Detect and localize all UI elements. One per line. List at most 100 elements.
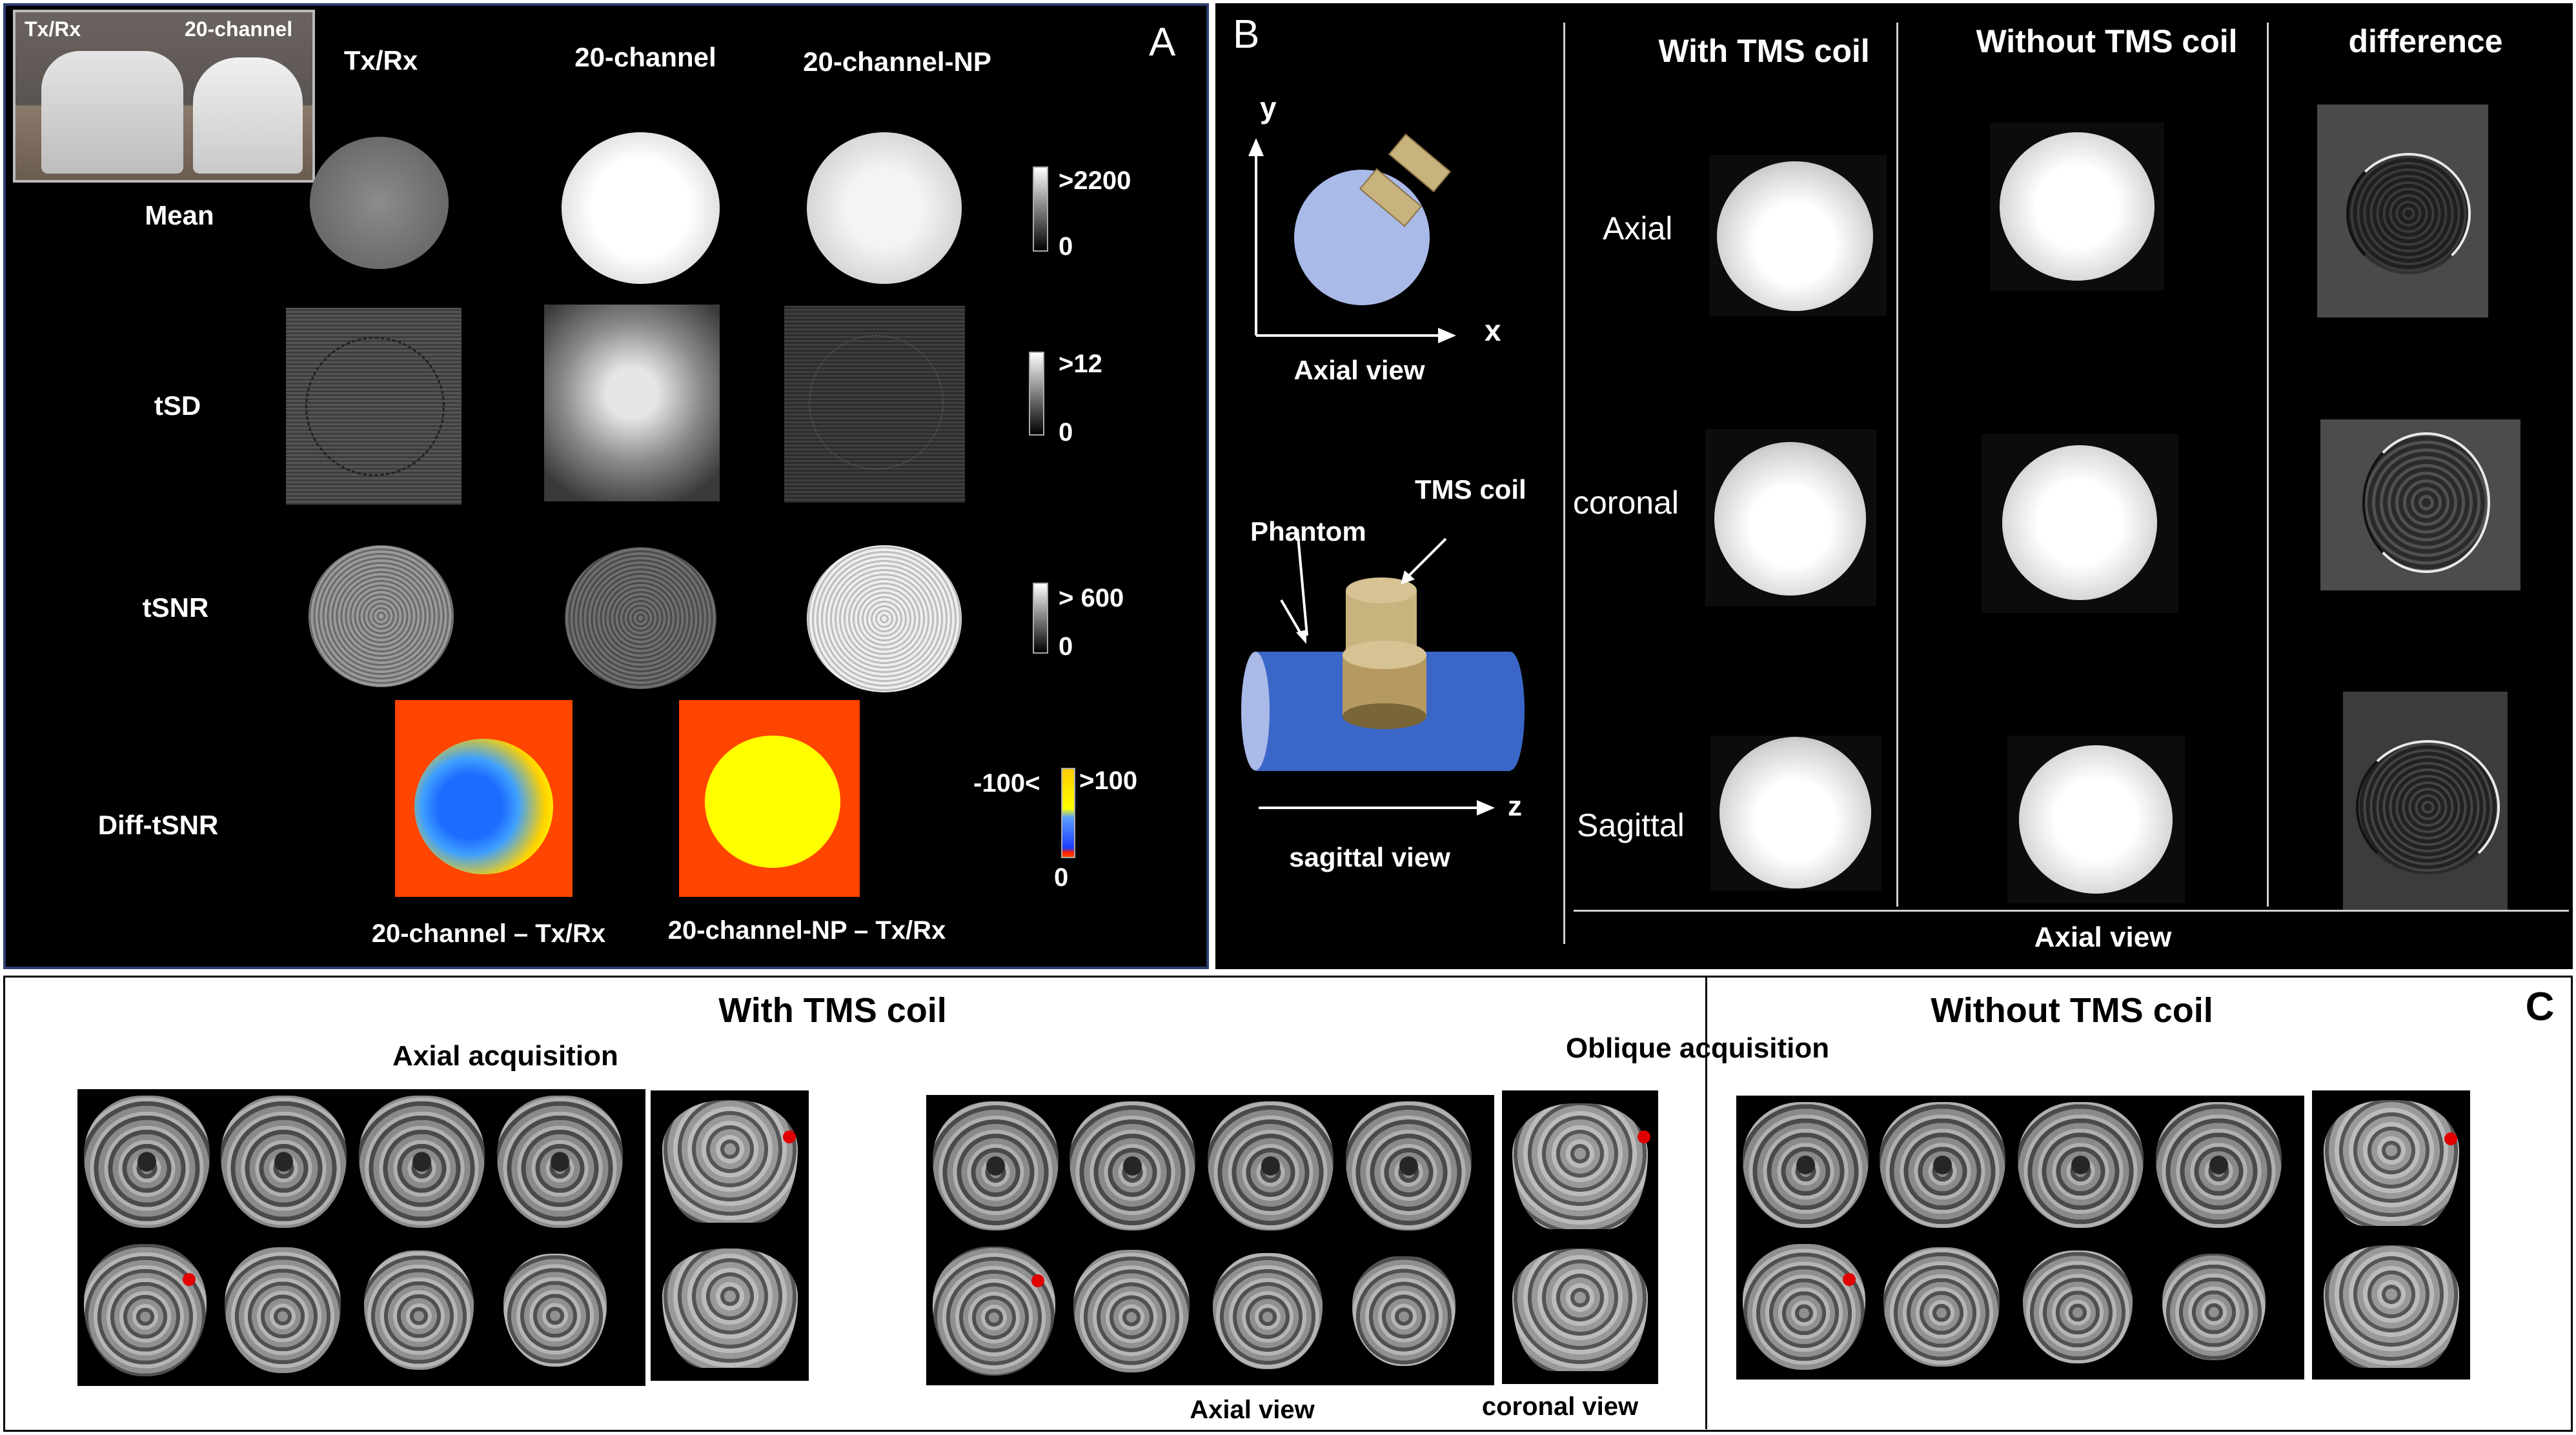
c3-stim-marker [1843, 1273, 1856, 1286]
b-coronal-with-phantom [1714, 442, 1866, 596]
c2-stim-marker [1031, 1274, 1044, 1287]
photo-label-txrx: Tx/Rx [25, 17, 81, 41]
colorbar-tsnr-max: > 600 [1059, 584, 1124, 612]
c3-slice-3 [2018, 1102, 2144, 1228]
b-axial-with [1709, 155, 1887, 316]
b-col-header-difference: difference [2348, 23, 2503, 59]
c1-slice-2 [221, 1096, 347, 1228]
c1-coronal-1 [662, 1100, 798, 1223]
c3-slice-1 [1743, 1102, 1869, 1228]
tms-pointer [1406, 537, 1447, 579]
panel-b-bottom-rule [1574, 910, 2569, 912]
colorbar-tsd-min: 0 [1059, 418, 1073, 447]
b-axial-with-phantom [1717, 161, 1873, 311]
diff-20ch-map [395, 700, 573, 897]
colorbar-diff-zero: 0 [1054, 863, 1069, 892]
b-sagittal-diff [2343, 692, 2508, 910]
c-axial-acquisition: Axial acquisition [392, 1040, 618, 1072]
colorbar-mean-min: 0 [1059, 232, 1073, 261]
tsd-txrx-image [286, 308, 461, 505]
sagittal-phantom-label: Phantom [1250, 516, 1366, 547]
c2-axial-montage [926, 1095, 1494, 1385]
c3-coronal-2 [2324, 1245, 2459, 1368]
colorbar-mean [1033, 166, 1048, 252]
c2-slice-2 [1070, 1101, 1195, 1230]
b-col-header-with: With TMS coil [1658, 33, 1870, 69]
panel-b-divider-1 [1563, 23, 1565, 944]
c3-slice-6 [1883, 1247, 2000, 1367]
b-coronal-diff-ring [2362, 432, 2490, 573]
b-row-label-sagittal: Sagittal [1577, 807, 1685, 843]
b-sagittal-without-phantom [2019, 745, 2173, 894]
c2-slice-1 [933, 1101, 1059, 1230]
b-row-label-coronal: coronal [1573, 485, 1679, 521]
c3-coronal-marker [2444, 1132, 2457, 1145]
axial-diagram [1248, 133, 1456, 343]
colorbar-diff-neg: -100< [973, 769, 1040, 798]
c-oblique-acquisition: Oblique acquisition [1565, 1032, 1830, 1064]
colorbar-tsd [1029, 352, 1044, 436]
panel-c-divider [1705, 978, 1707, 1429]
c1-slice-4 [497, 1096, 623, 1228]
c1-slice-7 [364, 1250, 474, 1370]
colorbar-tsnr [1033, 583, 1048, 654]
diff-20ch-np-map [679, 700, 860, 897]
sagittal-phantom-far-end [1496, 652, 1525, 770]
mean-20ch-image [562, 132, 720, 284]
txrx-coil-shape [41, 51, 183, 174]
c3-coronal-1 [2324, 1100, 2459, 1226]
sagittal-tms-coil [1343, 577, 1426, 729]
coil-photo: Tx/Rx 20-channel [13, 10, 315, 183]
row-label-diff-tsnr: Diff-tSNR [97, 810, 219, 840]
b-sagittal-with [1710, 736, 1881, 890]
tsd-20ch-np-image [784, 306, 965, 503]
c1-slice-3 [359, 1096, 485, 1228]
c1-coronal-marker [783, 1130, 796, 1143]
c1-slice-6 [225, 1247, 341, 1373]
b-coronal-diff [2320, 419, 2520, 590]
b-axial-diff-ring [2346, 153, 2471, 274]
row-label-mean: Mean [145, 200, 214, 230]
c2-slice-6 [1073, 1250, 1190, 1372]
mean-20ch-np-image [807, 132, 962, 284]
axial-y-arrow [1248, 138, 1264, 156]
c2-coronal-montage [1502, 1090, 1658, 1384]
axial-x-arrow [1438, 328, 1456, 343]
phantom-pointer-head [1296, 630, 1306, 644]
b-row-label-axial: Axial [1603, 210, 1673, 246]
row-label-tsd: tSD [154, 390, 201, 421]
c3-slice-5 [1743, 1244, 1865, 1370]
c1-slice-5 [84, 1244, 207, 1376]
row-label-tsnr: tSNR [142, 592, 209, 623]
photo-label-20ch: 20-channel [185, 17, 293, 41]
c-axial-view: Axial view [1190, 1396, 1315, 1424]
twenty-channel-coil-shape [193, 57, 303, 174]
c3-slice-8 [2162, 1254, 2266, 1360]
c2-slice-8 [1352, 1256, 1455, 1366]
diff-label-20ch-np: 20-channel-NP – Tx/Rx [667, 916, 946, 945]
diff-label-20ch: 20-channel – Tx/Rx [371, 919, 606, 948]
tsnr-20ch-np-image [807, 545, 962, 692]
tsnr-20ch-image [565, 547, 716, 689]
panel-c-letter: C [2525, 985, 2555, 1029]
b-coronal-with [1705, 429, 1876, 607]
mean-txrx-image [310, 137, 449, 269]
sagittal-caption: sagittal view [1289, 842, 1450, 872]
c1-slice-1 [84, 1096, 210, 1228]
panel-b-letter: B [1233, 12, 1260, 57]
tms-pointer-head [1401, 570, 1415, 585]
diff-20ch-circle [414, 739, 553, 874]
c1-axial-montage [77, 1089, 645, 1386]
tsd-20ch-image [544, 305, 720, 501]
axial-diagram-y-label: y [1260, 91, 1277, 125]
b-coronal-without-phantom [2002, 445, 2157, 600]
colorbar-mean-max: >2200 [1059, 166, 1131, 195]
sagittal-z-arrow [1477, 800, 1495, 816]
col-header-20ch: 20-channel [574, 42, 716, 72]
c2-slice-5 [933, 1247, 1055, 1376]
colorbar-diff [1061, 768, 1075, 858]
axial-diagram-x-label: x [1485, 314, 1501, 347]
c2-slice-7 [1213, 1253, 1323, 1369]
c2-coronal-marker [1638, 1130, 1650, 1143]
c1-coronal-2 [662, 1249, 798, 1368]
